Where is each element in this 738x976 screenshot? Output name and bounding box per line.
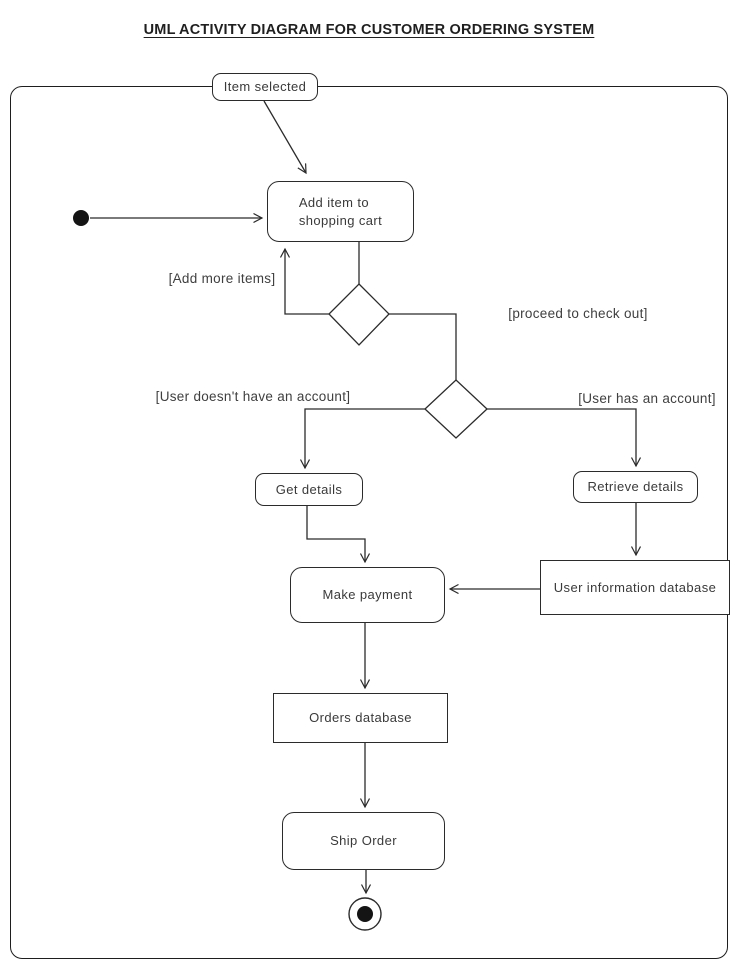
edge-get-details-to-make-payment: [306, 506, 365, 562]
decision-add-more-diamond: [328, 283, 390, 346]
edge-decision-account-to-get-details: [305, 408, 425, 468]
node-add-item-to-shopping-cart: Add item to shopping cart: [267, 181, 414, 242]
edge-decision-to-add-item-loop: [285, 249, 329, 315]
diagram-frame: [10, 86, 728, 959]
edge-decision-to-decision-account: [389, 313, 457, 380]
diagram-title: UML ACTIVITY DIAGRAM FOR CUSTOMER ORDERI…: [143, 22, 595, 38]
node-user-information-database-label: User information database: [553, 579, 717, 595]
initial-node: [73, 210, 89, 226]
node-retrieve-details-label: Retrieve details: [587, 479, 684, 495]
guard-user-doesnt-have-account: [User doesn't have an account]: [155, 389, 351, 404]
node-get-details-label: Get details: [275, 481, 343, 497]
node-item-selected-label: Item selected: [223, 79, 307, 95]
node-ship-order-label: Ship Order: [330, 833, 397, 849]
guard-proceed-to-check-out: [proceed to check out]: [508, 306, 648, 321]
node-retrieve-details: Retrieve details: [573, 471, 698, 503]
decision-account-diamond: [424, 379, 488, 439]
final-node-inner-dot: [357, 906, 373, 922]
guard-add-more-items: [Add more items]: [168, 271, 276, 286]
edge-decision-account-to-retrieve-details: [487, 408, 636, 466]
guard-user-has-account: [User has an account]: [578, 391, 716, 406]
node-make-payment: Make payment: [290, 567, 445, 623]
node-ship-order: Ship Order: [282, 812, 445, 870]
node-item-selected: Item selected: [212, 73, 318, 101]
node-user-information-database: User information database: [540, 560, 730, 615]
node-orders-database-label: Orders database: [309, 710, 412, 726]
node-add-item-label: Add item to shopping cart: [298, 194, 383, 228]
node-orders-database: Orders database: [273, 693, 448, 743]
node-make-payment-label: Make payment: [322, 587, 413, 603]
node-get-details: Get details: [255, 473, 363, 506]
edge-item-selected-to-add-item: [263, 100, 306, 173]
